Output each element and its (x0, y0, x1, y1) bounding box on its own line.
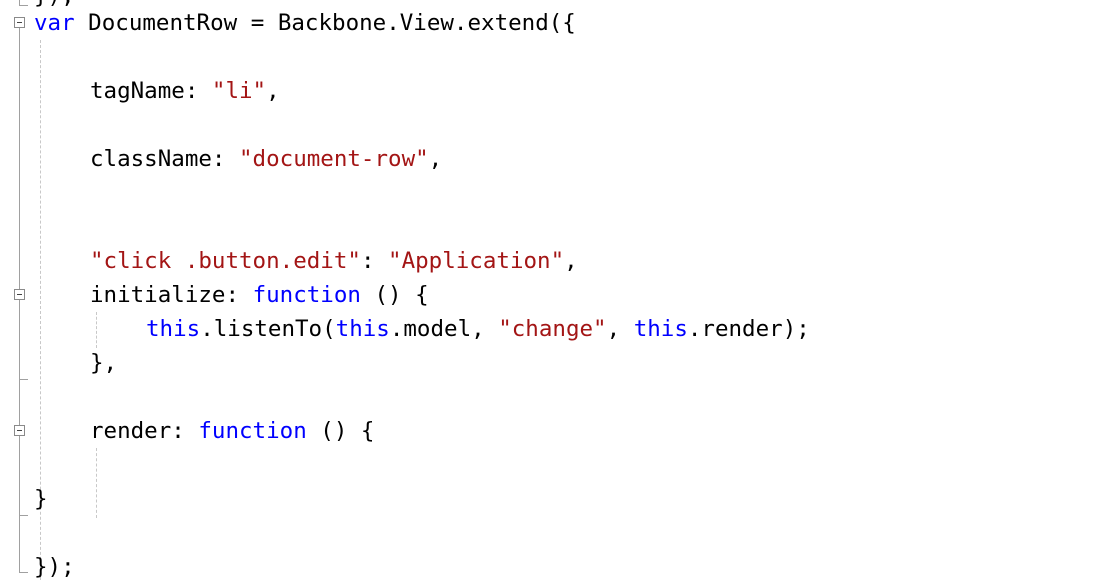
code-line: className: "document-row", (90, 146, 443, 172)
outline-end-render (19, 515, 28, 516)
code-line: initialize: function () { (90, 282, 429, 308)
indent-guide (96, 448, 97, 518)
code-line: }); (34, 0, 75, 13)
code-line: tagName: "li", (90, 78, 280, 104)
collapse-toggle-icon[interactable] (14, 17, 25, 28)
outline-end-main (19, 572, 28, 573)
indent-guide (40, 40, 41, 580)
code-line: "click .button.edit": "Application", (90, 248, 578, 274)
code-line: }); (34, 554, 75, 580)
outline-line-top (19, 0, 20, 6)
indent-guide (96, 312, 97, 348)
outline-line-main (19, 28, 20, 572)
outline-end-top (19, 5, 28, 6)
code-line: } (34, 486, 48, 512)
collapse-toggle-icon[interactable] (14, 425, 25, 436)
outline-end-initialize (19, 379, 28, 380)
code-line: this.listenTo(this.model, "change", this… (146, 316, 810, 342)
code-line: var DocumentRow = Backbone.View.extend({ (34, 10, 576, 36)
code-line: }, (90, 350, 118, 376)
collapse-toggle-icon[interactable] (14, 289, 25, 300)
code-line: render: function () { (90, 418, 375, 444)
